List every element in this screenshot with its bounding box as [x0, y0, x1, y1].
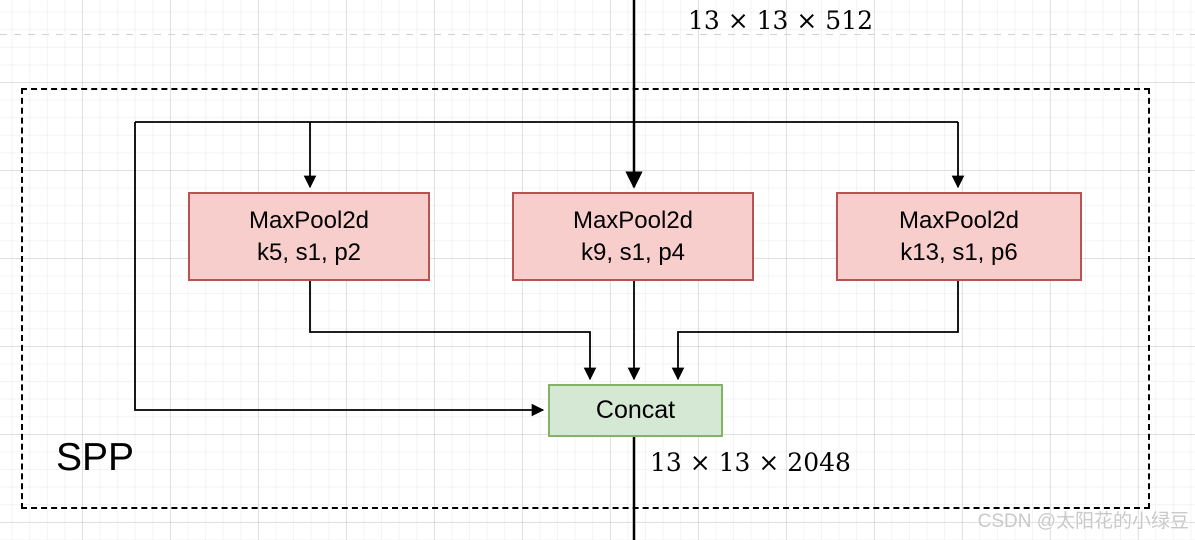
edge-pool3-out — [671, 281, 959, 381]
maxpool-k13-title: MaxPool2d — [898, 206, 1020, 234]
output-shape-label: 13 × 13 × 2048 — [650, 448, 851, 477]
input-shape-label: 13 × 13 × 512 — [688, 6, 874, 35]
maxpool-k5-params: k5, s1, p2 — [256, 238, 362, 266]
maxpool-k5-box: MaxPool2d k5, s1, p2 — [188, 192, 430, 281]
spp-dashed-region — [21, 88, 1150, 509]
concat-label: Concat — [595, 396, 676, 424]
maxpool-k5-title: MaxPool2d — [248, 206, 370, 234]
maxpool-k13-box: MaxPool2d k13, s1, p6 — [836, 192, 1082, 281]
maxpool-k9-title: MaxPool2d — [572, 206, 694, 234]
maxpool-k9-box: MaxPool2d k9, s1, p4 — [512, 192, 754, 281]
maxpool-k9-params: k9, s1, p4 — [580, 238, 686, 266]
edge-pool1-out — [309, 281, 597, 381]
maxpool-k13-params: k13, s1, p6 — [900, 238, 1018, 266]
edge-skip — [134, 122, 545, 417]
concat-box: Concat — [548, 384, 723, 437]
page-boundary-line — [0, 34, 1195, 35]
csdn-watermark: CSDN @太阳花的小绿豆 — [977, 511, 1189, 532]
spp-region-label: SPP — [56, 436, 135, 479]
